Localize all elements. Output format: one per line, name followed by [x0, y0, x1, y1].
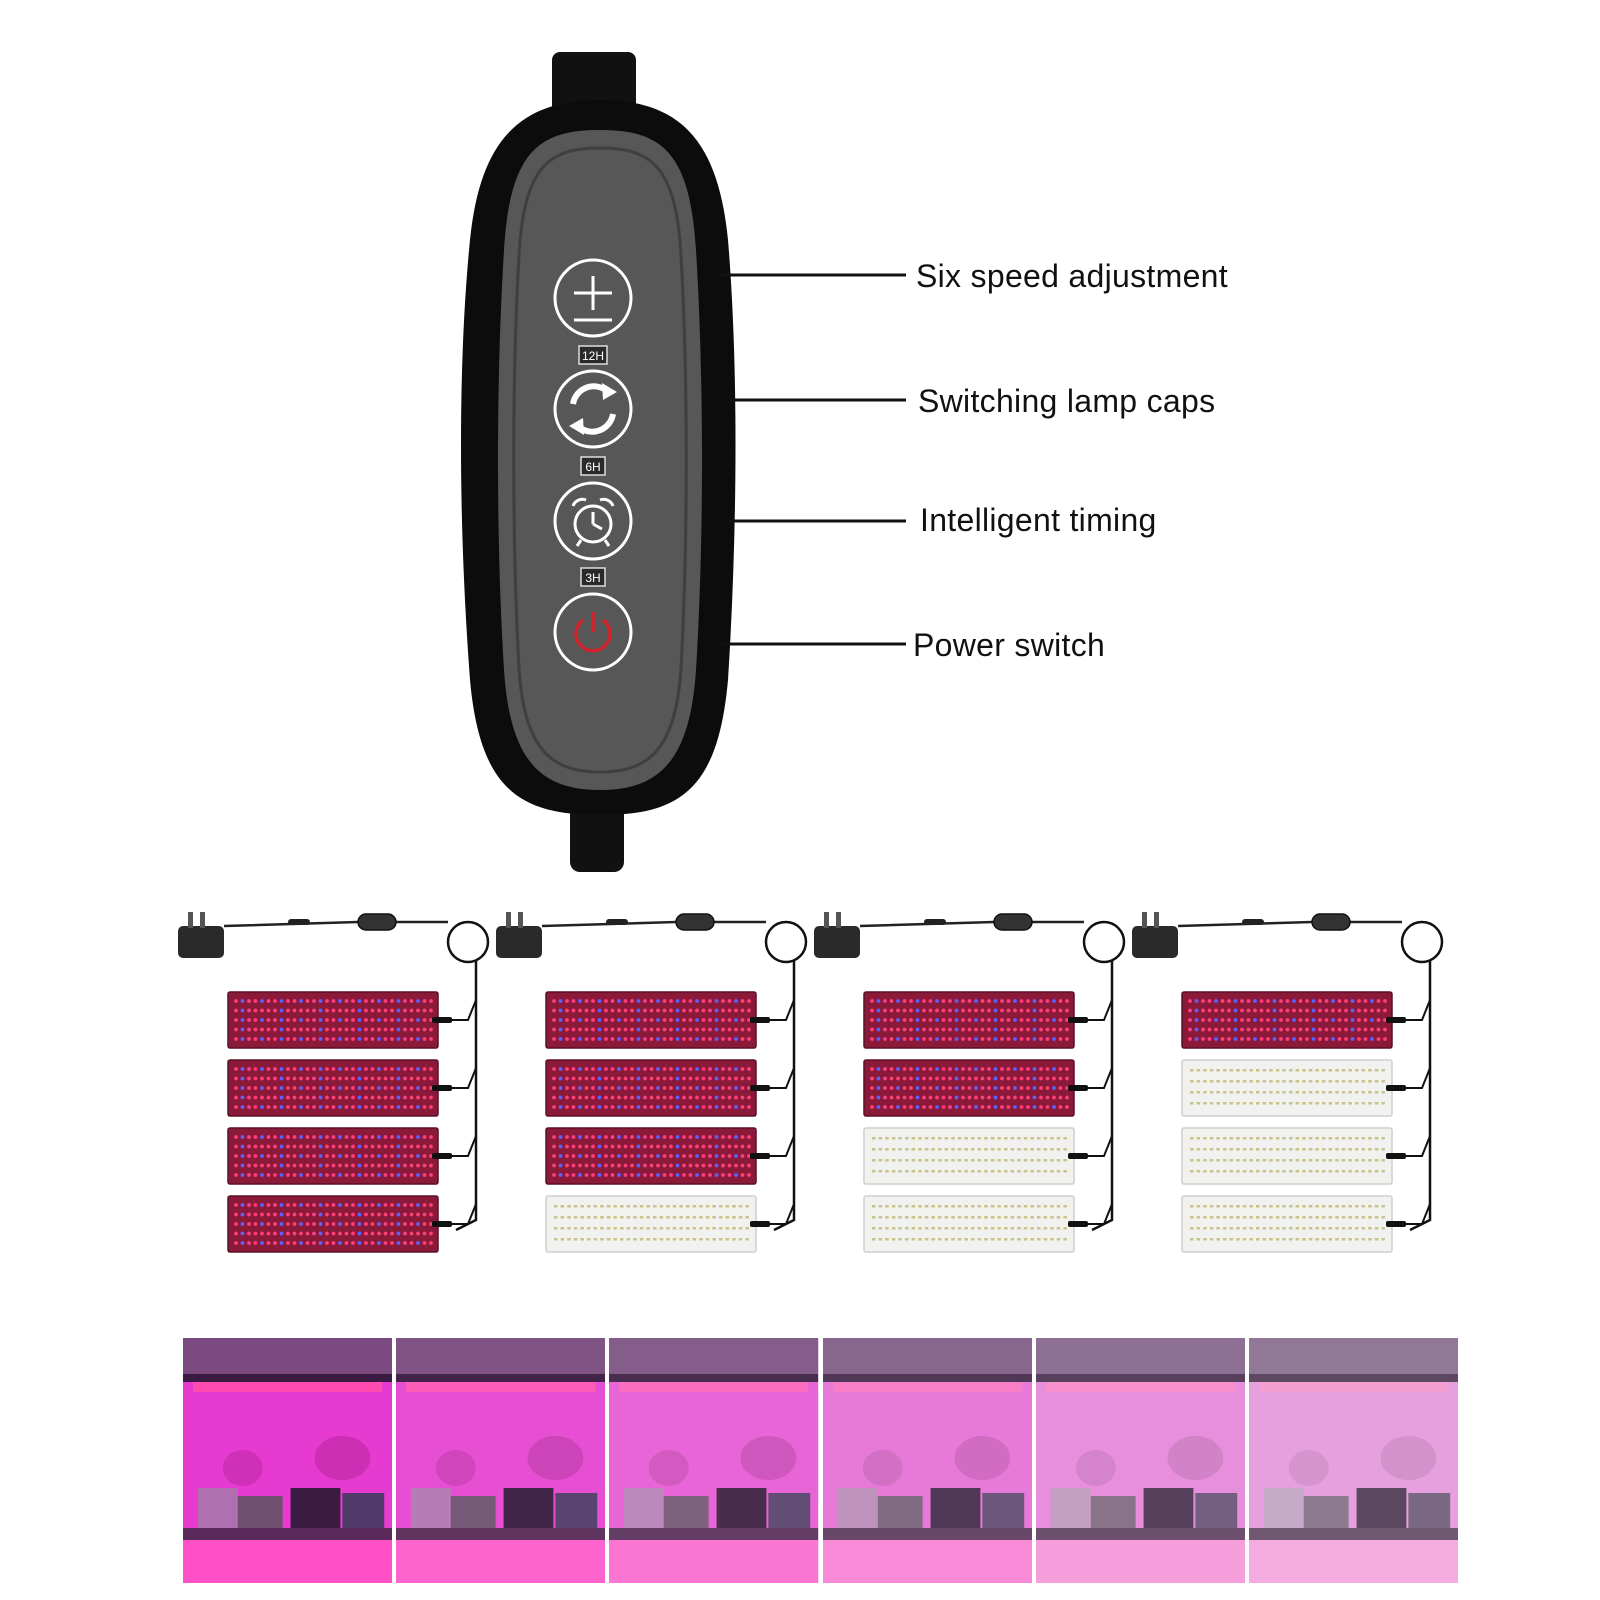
- timer-tag-6h: 6H: [585, 460, 600, 474]
- callout-power-switch: Power switch: [913, 627, 1106, 663]
- white-led-panel: [863, 1127, 1113, 1185]
- callout-switching-lamp-caps: Switching lamp caps: [918, 383, 1216, 419]
- red-blue-led-panel: [545, 991, 795, 1049]
- brightness-photo-6: [1248, 1338, 1459, 1583]
- lamp-kit-4: [1132, 912, 1444, 1253]
- brightness-photo-4: [822, 1338, 1032, 1583]
- callout-intelligent-timing: Intelligent timing: [920, 502, 1157, 538]
- power-button[interactable]: [553, 592, 633, 672]
- brightness-photo-strip: [183, 1338, 1459, 1583]
- inline-controller-icon: [675, 913, 715, 931]
- cable-bottom: [570, 800, 624, 872]
- power-adapter-icon: [1132, 912, 1178, 958]
- red-blue-led-panel: [227, 1127, 477, 1185]
- red-blue-led-panel: [863, 991, 1113, 1049]
- red-blue-led-panel: [545, 1059, 795, 1117]
- brightness-photo-5: [1035, 1338, 1245, 1583]
- white-led-panel: [863, 1195, 1113, 1253]
- red-blue-led-panel: [863, 1059, 1113, 1117]
- lamp-kit-configurations: [178, 912, 1444, 1253]
- refresh-arrows-icon: [569, 383, 617, 435]
- speed-adjust-button[interactable]: [553, 258, 633, 338]
- red-blue-led-panel: [227, 1195, 477, 1253]
- power-adapter-icon: [814, 912, 860, 958]
- white-led-panel: [1181, 1059, 1431, 1117]
- brightness-photo-3: [609, 1338, 819, 1583]
- white-led-panel: [1181, 1127, 1431, 1185]
- red-blue-led-panel: [1181, 991, 1431, 1049]
- lamp-kit-2: [496, 912, 808, 1253]
- inline-controller-icon: [993, 913, 1033, 931]
- brightness-photo-2: [396, 1338, 606, 1583]
- plus-minus-icon: [574, 276, 612, 322]
- alarm-clock-icon: [571, 497, 615, 547]
- power-adapter-icon: [496, 912, 542, 958]
- white-led-panel: [1181, 1195, 1431, 1253]
- red-blue-led-panel: [227, 991, 477, 1049]
- white-led-panel: [545, 1195, 795, 1253]
- timer-tag-12h: 12H: [582, 349, 604, 363]
- inline-controller-icon: [357, 913, 397, 931]
- inline-controller-icon: [1311, 913, 1351, 931]
- lamp-kit-3: [814, 912, 1126, 1253]
- remote-controller: 12H 6H 3H: [461, 52, 906, 872]
- switch-lamp-caps-button[interactable]: [553, 369, 633, 449]
- lamp-kit-1: [178, 912, 490, 1253]
- timer-tag-3h: 3H: [585, 571, 600, 585]
- red-blue-led-panel: [227, 1059, 477, 1117]
- power-adapter-icon: [178, 912, 224, 958]
- power-icon: [574, 612, 612, 653]
- brightness-photo-1: [183, 1338, 393, 1583]
- red-blue-led-panel: [545, 1127, 795, 1185]
- timing-button[interactable]: [553, 481, 633, 561]
- callout-six-speed-adjustment: Six speed adjustment: [916, 258, 1228, 294]
